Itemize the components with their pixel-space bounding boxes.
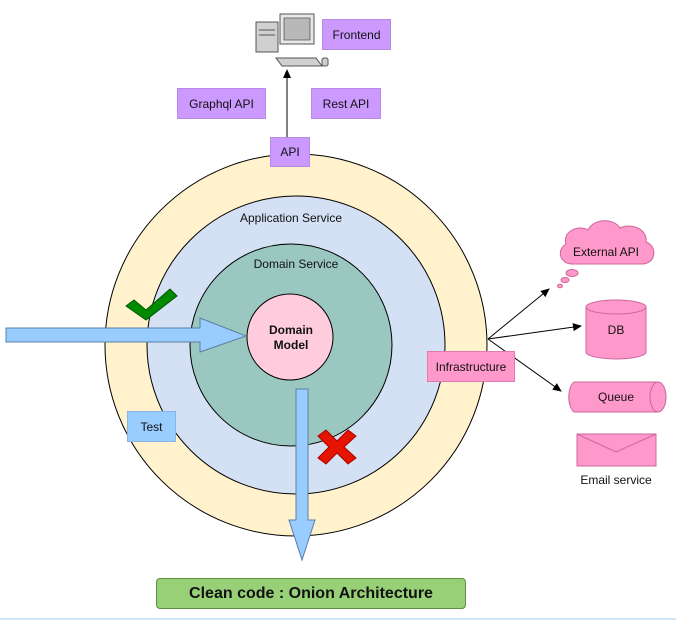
db-label: DB	[608, 323, 625, 337]
api-box: API	[270, 137, 310, 167]
cloud-icon	[557, 220, 655, 289]
domain-service-label: Domain Service	[253, 257, 339, 271]
infrastructure-box: Infrastructure	[427, 351, 515, 382]
domain-model-circle	[246, 293, 334, 381]
outbound-arrow	[288, 388, 316, 562]
queue-icon	[568, 381, 667, 413]
infra-to-queue-arrow	[487, 338, 562, 392]
external-api-label: External API	[573, 245, 639, 259]
graphql-api-box: Graphql API	[177, 88, 266, 119]
frontend-box: Frontend	[322, 19, 391, 50]
check-icon	[125, 288, 178, 321]
test-box: Test	[127, 411, 176, 442]
inbound-arrow	[5, 317, 248, 353]
rest-api-box: Rest API	[311, 88, 381, 119]
domain-model-label: Domain Model	[260, 323, 322, 353]
domain-model-line1: Domain	[268, 323, 313, 337]
envelope-icon	[576, 433, 657, 467]
diagram-title: Clean code : Onion Architecture	[156, 578, 466, 609]
computer-icon	[255, 13, 329, 67]
email-service-label: Email service	[580, 473, 652, 487]
cross-icon	[317, 429, 357, 465]
application-service-label: Application Service	[239, 211, 343, 225]
infra-to-external-api-arrow	[487, 288, 550, 340]
database-icon	[585, 299, 647, 360]
queue-label: Queue	[598, 390, 634, 404]
infra-to-db-arrow	[487, 323, 582, 340]
domain-model-line2: Model	[273, 338, 309, 352]
